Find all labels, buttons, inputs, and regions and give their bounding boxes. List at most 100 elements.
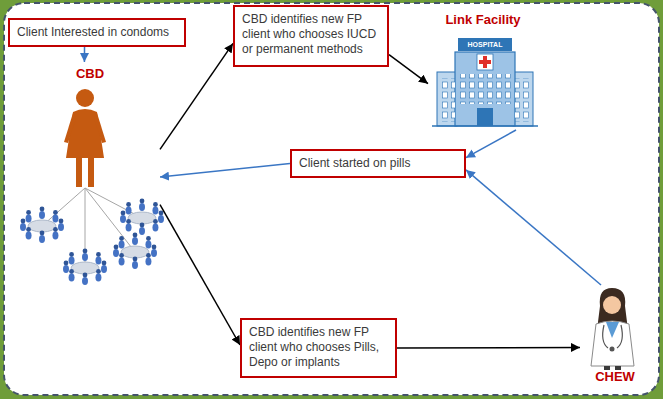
- person-head: [96, 252, 101, 257]
- person-body: [145, 241, 151, 249]
- chew-figure: [591, 288, 634, 370]
- person-head: [153, 202, 158, 207]
- node-text: CBD identifies new FP client who chooses…: [249, 325, 388, 370]
- person-body: [39, 211, 45, 219]
- community-groups: [20, 188, 164, 285]
- cbd-actor: CBD: [20, 62, 160, 292]
- person-body: [158, 215, 164, 223]
- node-text: Link Facility: [443, 8, 522, 32]
- hospital-icon: [432, 38, 538, 126]
- person-body: [132, 237, 138, 245]
- frame: [4, 3, 659, 395]
- person-head: [59, 219, 64, 224]
- link-facility: Link Facility: [428, 8, 538, 130]
- person-head: [140, 223, 145, 228]
- person-body: [145, 257, 151, 265]
- cbd-person: [64, 89, 106, 187]
- person-head: [83, 249, 88, 254]
- person-head: [146, 236, 151, 241]
- iucd-referral-box: CBD identifies new FP client who chooses…: [233, 5, 389, 67]
- flow-arrow: [84, 47, 86, 62]
- flow-arrow: [389, 55, 428, 84]
- person-body: [152, 207, 158, 215]
- person-body: [69, 273, 75, 281]
- person-body: [126, 223, 132, 231]
- person-body: [139, 203, 145, 211]
- person-body: [126, 207, 132, 215]
- person-body: [139, 227, 145, 235]
- person-head: [126, 202, 131, 207]
- person-head: [153, 219, 158, 224]
- flow-arrow: [160, 43, 233, 149]
- person-head: [119, 253, 124, 258]
- group-base: [128, 212, 156, 224]
- person-head: [133, 233, 138, 238]
- node-text: Client Interested in condoms: [17, 25, 177, 40]
- flow-arrow: [466, 130, 516, 158]
- person-body: [63, 265, 69, 273]
- person-head: [114, 245, 119, 250]
- link-line: [85, 188, 135, 252]
- person-body: [39, 235, 45, 243]
- condom-client-box: Client Interested in condoms: [8, 18, 186, 47]
- person-body: [113, 249, 119, 257]
- pills-started-box: Client started on pills: [290, 149, 466, 178]
- person-body: [58, 223, 64, 231]
- person-body: [52, 231, 58, 239]
- person-head: [26, 210, 31, 215]
- flow-arrow: [397, 347, 580, 349]
- hospital-sign: HOSPITAL: [458, 39, 512, 50]
- person-head: [119, 236, 124, 241]
- group-base: [71, 262, 99, 274]
- person-body: [82, 277, 88, 285]
- person-body: [20, 223, 26, 231]
- person-body: [120, 215, 126, 223]
- person-head: [102, 261, 107, 266]
- flow-arrow: [160, 205, 240, 345]
- person-head: [40, 231, 45, 236]
- node-text: CBD identifies new FP client who chooses…: [242, 12, 380, 57]
- person-head: [40, 207, 45, 212]
- person-head: [133, 257, 138, 262]
- flow-arrow: [160, 164, 290, 178]
- person-body: [151, 249, 157, 257]
- person-head: [140, 199, 145, 204]
- chew-actor: CHEW: [580, 285, 650, 389]
- person-head: [121, 211, 126, 216]
- person-head: [146, 253, 151, 258]
- flow-arrow: [466, 170, 601, 285]
- person-body: [26, 231, 32, 239]
- person-body: [101, 265, 107, 273]
- person-head: [64, 261, 69, 266]
- person-head: [83, 273, 88, 278]
- person-head: [96, 269, 101, 274]
- person-head: [159, 211, 164, 216]
- group-base: [121, 246, 149, 258]
- node-text: CBD: [74, 62, 106, 86]
- person-head: [126, 219, 131, 224]
- node-text: Client started on pills: [299, 156, 457, 171]
- person-body: [132, 261, 138, 269]
- person-body: [52, 215, 58, 223]
- person-head: [152, 245, 157, 250]
- node-text: CHEW: [593, 365, 637, 389]
- person-body: [82, 253, 88, 261]
- person-body: [95, 257, 101, 265]
- person-body: [119, 241, 125, 249]
- person-head: [26, 227, 31, 232]
- person-body: [69, 257, 75, 265]
- person-body: [26, 215, 32, 223]
- person-body: [152, 223, 158, 231]
- pills-referral-box: CBD identifies new FP client who chooses…: [240, 318, 397, 378]
- person-head: [53, 210, 58, 215]
- person-head: [69, 252, 74, 257]
- person-body: [95, 273, 101, 281]
- person-head: [53, 227, 58, 232]
- person-head: [69, 269, 74, 274]
- group-base: [28, 220, 56, 232]
- person-head: [21, 219, 26, 224]
- person-body: [119, 257, 125, 265]
